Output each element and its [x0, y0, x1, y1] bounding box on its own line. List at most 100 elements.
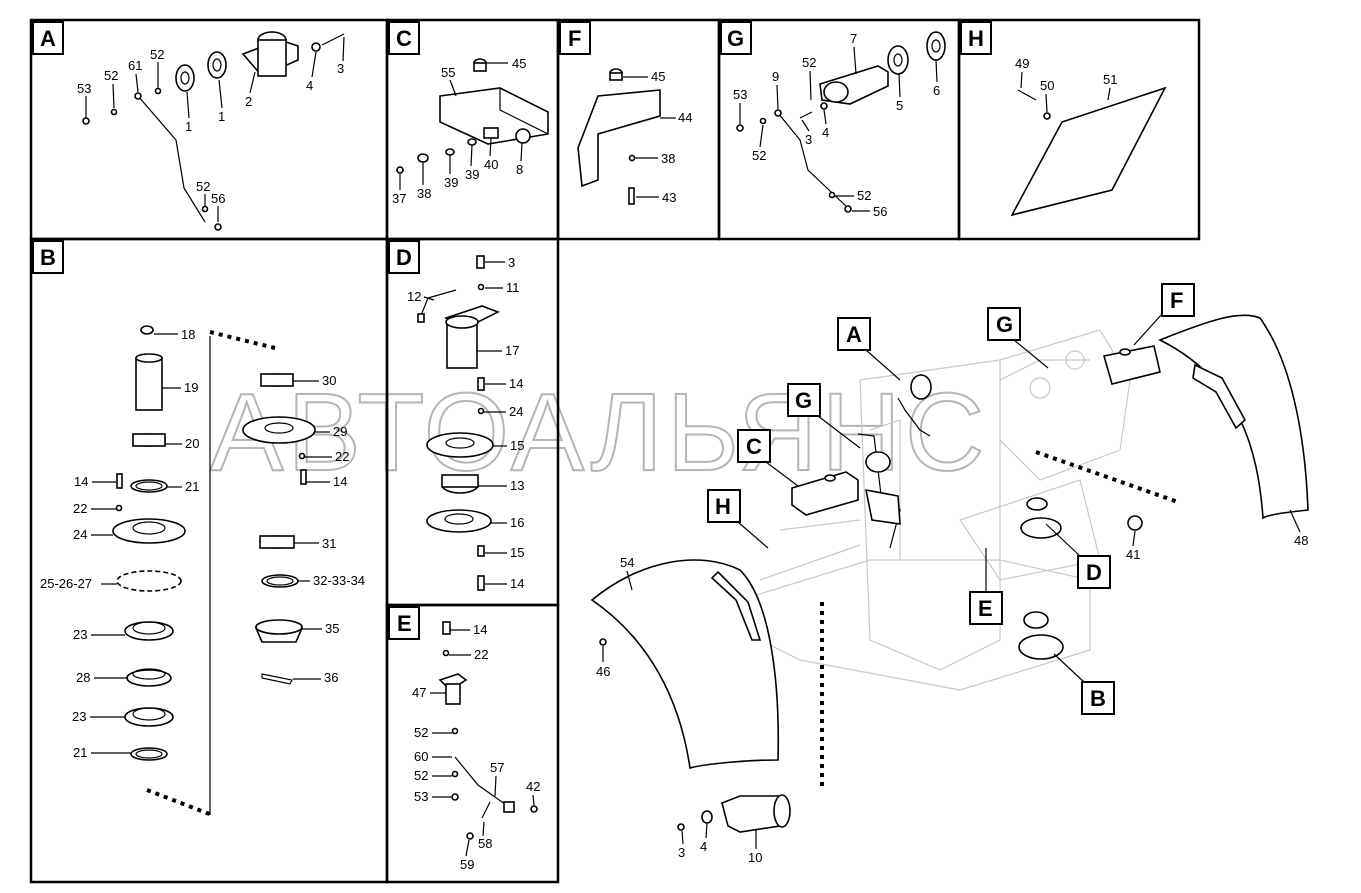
svg-text:3: 3: [337, 61, 344, 76]
panel-e-callouts: 14 22 47 52 60 52 53 57 42 58 59: [412, 622, 540, 872]
panel-a-callouts: 53 52 61 52 1 1 2 4 3 52 56: [77, 36, 345, 222]
svg-text:51: 51: [1103, 72, 1117, 87]
svg-text:52: 52: [104, 68, 118, 83]
svg-text:E: E: [397, 611, 412, 636]
svg-text:D: D: [1086, 560, 1102, 585]
svg-text:56: 56: [211, 191, 225, 206]
panel-d-parts: [417, 255, 500, 591]
svg-text:45: 45: [651, 69, 665, 84]
svg-text:29: 29: [333, 424, 347, 439]
svg-text:A: A: [846, 322, 862, 347]
section-tag-d: D: [388, 240, 420, 274]
svg-text:53: 53: [733, 87, 747, 102]
section-tag-g: G: [720, 21, 752, 55]
watermark-text: АВТОАЛЬЯНС: [210, 371, 988, 494]
section-tag-a: A: [32, 21, 64, 55]
svg-text:53: 53: [414, 789, 428, 804]
svg-text:2: 2: [245, 94, 252, 109]
svg-text:7: 7: [850, 31, 857, 46]
panel-f-parts: [577, 68, 661, 205]
svg-text:58: 58: [478, 836, 492, 851]
panel-a-parts: [82, 31, 345, 231]
svg-text:3: 3: [508, 255, 515, 270]
panel-frames: [29, 18, 1201, 884]
svg-text:40: 40: [484, 157, 498, 172]
panel-h-callouts: 49 50 51: [1015, 56, 1117, 113]
svg-text:A: A: [40, 26, 56, 51]
svg-text:10: 10: [748, 850, 762, 865]
svg-text:C: C: [746, 434, 762, 459]
main-components: [599, 345, 1179, 833]
svg-text:28: 28: [76, 670, 90, 685]
svg-text:50: 50: [1040, 78, 1054, 93]
main-callouts: 54 46 41 48 3 4 10: [596, 509, 1308, 865]
svg-text:H: H: [715, 494, 731, 519]
svg-text:32-33-34: 32-33-34: [313, 573, 365, 588]
svg-text:45: 45: [512, 56, 526, 71]
svg-text:4: 4: [700, 839, 707, 854]
svg-text:37: 37: [392, 191, 406, 206]
svg-text:25-26-27: 25-26-27: [40, 576, 92, 591]
svg-text:17: 17: [505, 343, 519, 358]
panel-h-parts: [1010, 86, 1167, 217]
svg-text:56: 56: [873, 204, 887, 219]
svg-text:H: H: [968, 26, 984, 51]
section-tag-b: B: [32, 240, 64, 274]
svg-text:21: 21: [73, 745, 87, 760]
svg-text:43: 43: [662, 190, 676, 205]
svg-text:42: 42: [526, 779, 540, 794]
panel-b-callouts: 18 19 20 14 21 22 24 25-26-27 23 28 23 2…: [40, 327, 365, 760]
svg-text:5: 5: [896, 98, 903, 113]
svg-text:11: 11: [506, 280, 520, 295]
svg-text:9: 9: [772, 69, 779, 84]
svg-text:30: 30: [322, 373, 336, 388]
section-tag-c: C: [388, 21, 420, 55]
svg-text:8: 8: [516, 162, 523, 177]
svg-text:35: 35: [325, 621, 339, 636]
svg-text:52: 52: [802, 55, 816, 70]
svg-text:60: 60: [414, 749, 428, 764]
svg-text:15: 15: [510, 545, 524, 560]
svg-text:57: 57: [490, 760, 504, 775]
svg-text:49: 49: [1015, 56, 1029, 71]
svg-text:14: 14: [510, 576, 524, 591]
svg-text:G: G: [727, 26, 744, 51]
svg-text:55: 55: [441, 65, 455, 80]
svg-text:4: 4: [822, 125, 829, 140]
main-markers: A G F G C H D E B: [707, 283, 1195, 715]
section-tag-f: F: [559, 21, 591, 55]
svg-text:13: 13: [510, 478, 524, 493]
svg-text:14: 14: [473, 622, 487, 637]
main-fenders: [590, 314, 1309, 770]
svg-text:C: C: [396, 26, 412, 51]
panel-e-parts: [438, 621, 538, 840]
svg-text:14: 14: [74, 474, 88, 489]
svg-text:1: 1: [218, 109, 225, 124]
svg-text:61: 61: [128, 58, 142, 73]
svg-text:18: 18: [181, 327, 195, 342]
svg-text:22: 22: [474, 647, 488, 662]
svg-text:47: 47: [412, 685, 426, 700]
svg-text:G: G: [795, 388, 812, 413]
svg-text:41: 41: [1126, 547, 1140, 562]
svg-text:46: 46: [596, 664, 610, 679]
panel-g-callouts: 7 52 9 53 5 6 4 3 52 52 56: [733, 31, 940, 219]
svg-text:G: G: [996, 312, 1013, 337]
svg-text:38: 38: [417, 186, 431, 201]
svg-text:36: 36: [324, 670, 338, 685]
svg-text:52: 52: [414, 725, 428, 740]
svg-text:4: 4: [306, 78, 313, 93]
svg-text:E: E: [978, 596, 993, 621]
svg-text:F: F: [568, 26, 581, 51]
svg-text:12: 12: [407, 289, 421, 304]
svg-text:15: 15: [510, 438, 524, 453]
svg-text:48: 48: [1294, 533, 1308, 548]
svg-text:1: 1: [185, 119, 192, 134]
svg-text:52: 52: [196, 179, 210, 194]
svg-text:52: 52: [857, 188, 871, 203]
svg-text:52: 52: [414, 768, 428, 783]
panel-c-parts: [396, 58, 549, 174]
svg-text:39: 39: [465, 167, 479, 182]
svg-text:3: 3: [678, 845, 685, 860]
